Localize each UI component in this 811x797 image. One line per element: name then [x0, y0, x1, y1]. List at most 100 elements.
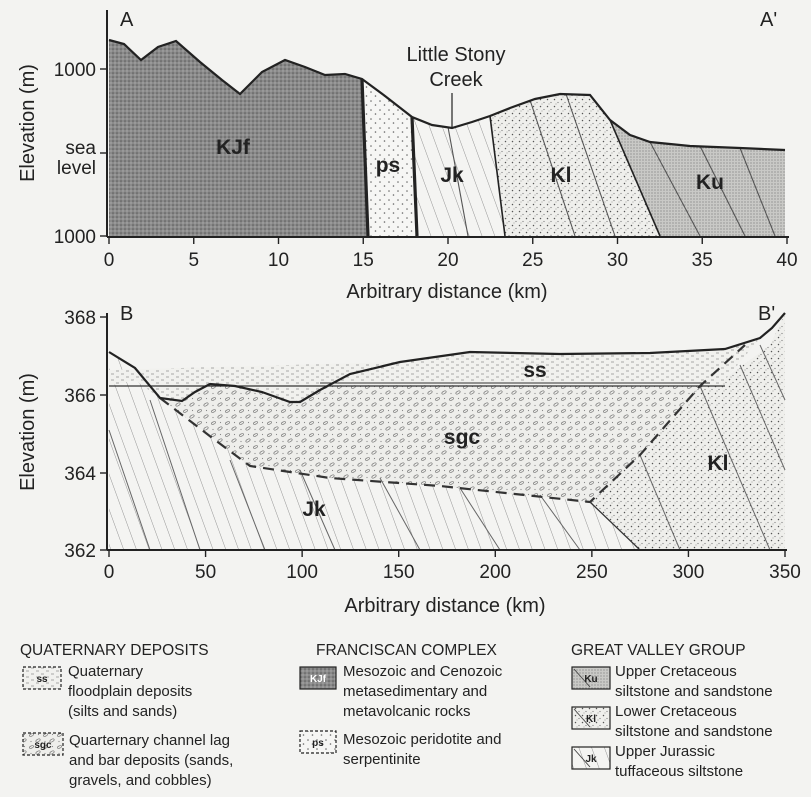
legend-code-ss: ss — [36, 674, 48, 685]
legend-text-kjf-2: metasedimentary and — [343, 683, 487, 700]
section-b-y-tick-362: 362 — [64, 541, 96, 562]
section-a-bedding — [447, 93, 776, 237]
section-b-x-tick-label: 200 — [479, 562, 511, 583]
legend-code-ku: Ku — [584, 674, 597, 685]
section-a-x-tick-label: 30 — [607, 250, 628, 271]
section-b-x-tick-label: 350 — [769, 562, 801, 583]
section-a-y-axis-label: Elevation (m) — [17, 64, 39, 182]
unit-kl-b-area — [590, 313, 785, 550]
section-b-x-tick-label: 300 — [673, 562, 705, 583]
section-a-x-tick-label: 10 — [268, 250, 289, 271]
legend-swatch-kl — [571, 706, 611, 730]
section-a-end-label: A' — [760, 9, 777, 31]
legend-great-valley-title: GREAT VALLEY GROUP — [571, 642, 746, 659]
section-b-y-tick-368: 368 — [64, 308, 96, 329]
section-a-y-tick-level: level — [57, 158, 96, 179]
section-b-x-tick-marks — [108, 550, 786, 557]
legend-quaternary-title: QUATERNARY DEPOSITS — [20, 642, 209, 659]
unit-jk-area — [412, 116, 505, 236]
section-b-x-tick-label: 150 — [383, 562, 415, 583]
legend-swatch-ss — [22, 666, 62, 690]
legend-text-ss-1: Quaternary — [68, 663, 144, 680]
legend-swatch-kjf — [299, 666, 337, 690]
unit-label-ps: ps — [376, 154, 401, 177]
section-a: 1000 sea level 1000 0 5 10 15 20 25 30 35 40 Ele… — [17, 9, 798, 303]
unit-label-jk-a: Jk — [440, 164, 464, 187]
section-a-y-tick-bottom: 1000 — [54, 227, 96, 248]
section-a-x-tick-label: 35 — [692, 250, 713, 271]
creek-label-line2: Creek — [429, 69, 483, 91]
section-a-topography — [108, 38, 786, 152]
unit-label-kl-b: Kl — [708, 452, 729, 475]
section-b-x-tick-labels: 0 50 100 150 200 250 300 350 — [104, 562, 801, 583]
legend-swatch-ku — [571, 666, 611, 690]
unit-label-sgc: sgc — [444, 426, 481, 449]
unit-sgc-area — [160, 384, 700, 502]
section-b-x-axis-label: Arbitrary distance (km) — [344, 595, 545, 617]
section-a-x-tick-label: 0 — [104, 250, 115, 271]
section-a-x-tick-label: 15 — [353, 250, 374, 271]
unit-kjf-area — [109, 40, 368, 236]
legend-code-sgc: sgc — [34, 740, 52, 751]
legend: QUATERNARY DEPOSITS ss Quaternary floodp… — [20, 642, 773, 789]
section-a-x-tick-label: 20 — [437, 250, 458, 271]
legend-item-kl: Kl Lower Cretaceous siltstone and sandst… — [571, 703, 773, 740]
legend-text-ku-2: siltstone and sandstone — [615, 683, 773, 700]
legend-swatch-sgc — [22, 732, 64, 756]
legend-text-jk-1: Upper Jurassic — [615, 743, 716, 760]
section-b-y-axis-label: Elevation (m) — [17, 373, 39, 491]
legend-text-kl-2: siltstone and sandstone — [615, 723, 773, 740]
section-a-x-tick-labels: 0 5 10 15 20 25 30 35 40 — [104, 250, 798, 271]
legend-swatch-ps — [299, 730, 337, 754]
unit-ps-area — [362, 79, 417, 236]
legend-item-jk: Jk Upper Jurassic tuffaceous siltstone — [571, 743, 743, 780]
legend-code-kl: Kl — [586, 714, 596, 725]
unit-label-kl-a: Kl — [551, 164, 572, 187]
section-a-start-label: A — [120, 9, 134, 31]
section-b-start-label: B — [120, 303, 133, 325]
section-b-end-label: B' — [758, 303, 775, 325]
section-b-x-tick-label: 0 — [104, 562, 115, 583]
legend-item-ss: ss Quaternary floodplain deposits (silts… — [22, 663, 192, 720]
legend-item-sgc: sgc Quarternary channel lag and bar depo… — [22, 732, 233, 789]
legend-text-jk-2: tuffaceous siltstone — [615, 763, 743, 780]
legend-text-kjf-3: metavolcanic rocks — [343, 703, 471, 720]
legend-text-ku-1: Upper Cretaceous — [615, 663, 737, 680]
legend-item-ps: ps Mesozoic peridotite and serpentinite — [299, 730, 501, 768]
section-b-x-tick-label: 100 — [286, 562, 318, 583]
section-a-x-tick-label: 5 — [188, 250, 199, 271]
section-b-y-tick-marks — [100, 316, 107, 551]
unit-label-ku: Ku — [696, 171, 724, 194]
creek-label-line1: Little Stony — [407, 44, 506, 66]
legend-text-ps-1: Mesozoic peridotite and — [343, 731, 501, 748]
section-a-contacts — [360, 78, 661, 237]
section-b-y-tick-364: 364 — [64, 464, 96, 485]
legend-text-sgc-1: Quarternary channel lag — [69, 732, 230, 749]
section-a-x-axis-label: Arbitrary distance (km) — [346, 281, 547, 303]
section-b-x-tick-label: 50 — [195, 562, 216, 583]
legend-code-kjf: KJf — [310, 674, 327, 685]
section-a-y-tick-marks — [100, 68, 107, 237]
section-a-x-tick-label: 40 — [776, 250, 797, 271]
legend-code-ps: ps — [312, 738, 324, 749]
section-b-x-tick-label: 250 — [576, 562, 608, 583]
legend-code-jk: Jk — [585, 754, 597, 765]
unit-kl-area — [490, 94, 660, 236]
legend-text-sgc-3: gravels, and cobbles) — [69, 772, 212, 789]
unit-label-ss: ss — [523, 359, 546, 382]
section-b-bedding — [108, 344, 786, 551]
unit-label-kjf: KJf — [216, 136, 251, 159]
legend-franciscan-title: FRANCISCAN COMPLEX — [316, 642, 498, 659]
legend-item-kjf: KJf Mesozoic and Cenozoic metasedimentar… — [299, 663, 503, 720]
legend-swatch-jk — [571, 746, 611, 770]
legend-text-sgc-2: and bar deposits (sands, — [69, 752, 233, 769]
section-a-y-tick-top: 1000 — [54, 60, 96, 81]
legend-item-ku: Ku Upper Cretaceous siltstone and sandst… — [571, 663, 773, 700]
section-a-x-tick-label: 25 — [522, 250, 543, 271]
sgc-base-contact — [159, 344, 746, 504]
unit-label-jk-b: Jk — [302, 498, 326, 521]
legend-text-kjf-1: Mesozoic and Cenozoic — [343, 663, 503, 680]
section-a-y-tick-sea: sea — [65, 138, 96, 159]
